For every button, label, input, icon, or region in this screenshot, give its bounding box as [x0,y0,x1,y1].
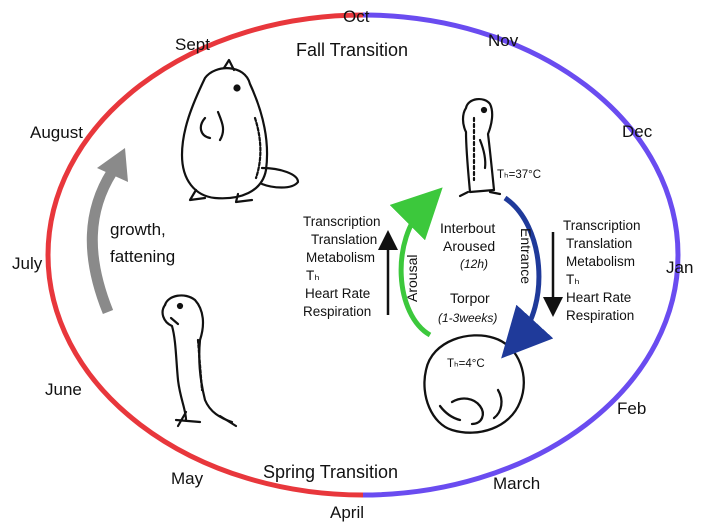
aroused-body-temp: Tₕ=37°C [497,169,541,181]
left-process-item: Translation [311,232,377,247]
thin-squirrel-illustration [163,295,236,426]
month-july: July [12,254,43,273]
left-process-item: Heart Rate [305,286,370,301]
month-june: June [45,380,82,399]
arousal-label: Arousal [404,255,420,302]
month-feb: Feb [617,399,646,418]
right-process-item: Tₕ [566,272,580,287]
torpor-squirrel-illustration [424,335,523,432]
left-process-list: Transcription Translation Metabolism Tₕ … [303,214,381,319]
left-process-item: Respiration [303,304,371,319]
interbout-label-line1: Interbout [440,220,495,236]
month-jan: Jan [666,258,693,277]
month-august: August [30,123,83,142]
month-nov: Nov [488,31,519,50]
month-sept: Sept [175,35,210,54]
right-process-list: Transcription Translation Metabolism Tₕ … [563,218,641,323]
spring-transition-label: Spring Transition [263,462,398,482]
growth-arrow [92,172,112,312]
right-process-item: Translation [566,236,632,251]
aroused-squirrel-illustration [460,99,500,196]
right-process-item: Heart Rate [566,290,631,305]
fall-transition-label: Fall Transition [296,40,408,60]
month-may: May [171,469,204,488]
right-process-item: Metabolism [566,254,635,269]
right-process-item: Transcription [563,218,641,233]
torpor-label: Torpor [450,290,490,306]
entrance-label: Entrance [518,228,534,284]
left-process-item: Tₕ [306,268,320,283]
month-oct: Oct [343,7,370,26]
fattened-squirrel-illustration [182,60,298,202]
right-process-item: Respiration [566,308,634,323]
interbout-duration: (12h) [460,257,488,271]
month-march: March [493,474,540,493]
growth-label-line2: fattening [110,247,175,266]
torpor-duration: (1-3weeks) [438,311,497,325]
left-process-item: Metabolism [306,250,375,265]
interbout-label-line2: Aroused [443,238,495,254]
month-dec: Dec [622,122,653,141]
torpor-body-temp: Tₕ=4°C [447,358,485,370]
month-april: April [330,503,364,522]
growth-label-line1: growth, [110,220,166,239]
left-process-item: Transcription [303,214,381,229]
